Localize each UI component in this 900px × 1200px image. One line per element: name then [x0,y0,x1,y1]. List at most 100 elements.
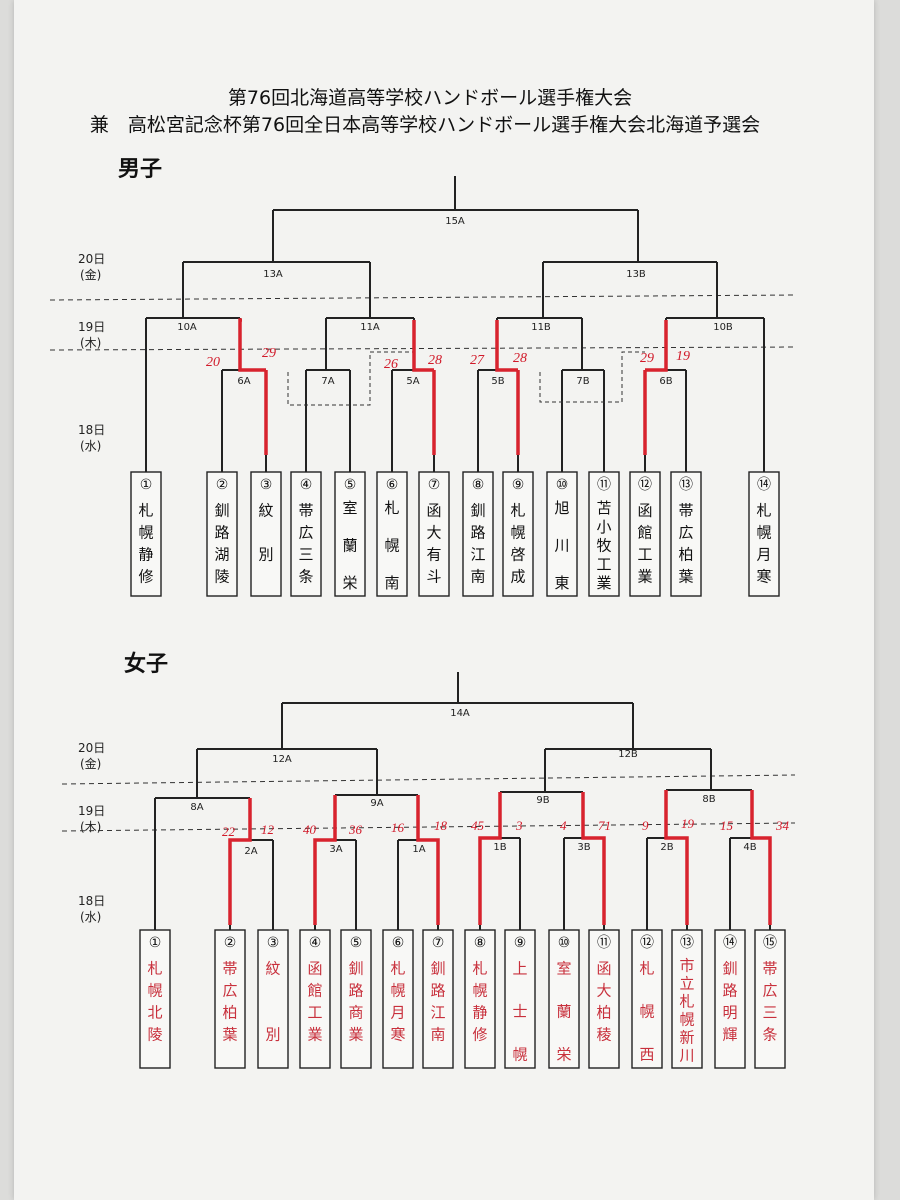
team-box-frame [418,471,450,597]
team-box-frame [748,471,780,597]
team-box-frame [629,471,661,597]
team-seed-number: ② [216,477,229,493]
girls-team-box: ⑩室 蘭 栄 [548,929,580,1069]
team-name: 帯広三条 [298,502,313,586]
match-label: 3A [329,844,342,855]
team-seed-number: ① [149,935,162,951]
match-label: 4B [743,842,756,853]
team-box-frame [257,929,289,1069]
score: 3 [515,818,523,833]
team-name: 函館工業 [307,960,322,1044]
match-label: 5B [491,376,504,387]
team-box-frame [139,929,171,1069]
day-label-18: 18日 [78,423,105,437]
girls-team-box: ④ 函館工業 [299,929,331,1069]
team-seed-number: ① [140,477,153,493]
day-weekday-18: (水) [80,910,101,924]
score: 16 [391,820,405,835]
score: 26 [384,357,398,372]
team-name: 上 士 幌 [512,959,527,1063]
match-label: 11B [531,322,551,333]
score: 20 [206,355,220,370]
team-name: 函大有斗 [426,502,441,586]
team-name: 市立札幌新川 [679,956,694,1064]
score: 36 [348,822,363,837]
team-name: 札幌静修 [138,502,153,586]
team-box-frame [340,929,372,1069]
score: 15 [720,818,734,833]
team-seed-number: ⑧ [474,935,487,951]
match-label: 12B [618,749,638,760]
team-box-frame [382,929,414,1069]
team-box-frame [548,929,580,1069]
team-name: 釧路商業 [348,960,363,1044]
team-seed-number: ⑫ [638,477,652,493]
girls-team-box: ③ 紋 別 [257,929,289,1069]
match-label: 2B [660,842,673,853]
team-name: 室 蘭 栄 [556,959,571,1063]
match-label: 6B [659,376,672,387]
score: 19 [676,349,690,364]
team-seed-number: ⑫ [640,935,654,951]
girls-team-box: ⑨上 士 幌 [504,929,536,1069]
match-label: 9A [370,798,383,809]
team-name: 函大柏稜 [596,960,611,1044]
day-label-19: 19日 [78,804,105,818]
team-seed-number: ③ [267,935,280,951]
team-box-frame [670,471,702,597]
match-label: 15A [445,216,465,227]
score: 27 [470,353,485,368]
team-name: 帯広三条 [762,960,777,1044]
match-label: 1B [493,842,506,853]
team-box-frame [502,471,534,597]
team-box-frame [754,929,786,1069]
team-box-frame [588,929,620,1069]
day-divider [61,774,796,785]
match-label: 6A [237,376,250,387]
team-seed-number: ⑮ [763,935,777,951]
match-label: 1A [412,844,425,855]
score: 71 [598,818,611,833]
score: 12 [261,822,275,837]
day-weekday-19: (木) [80,336,101,350]
team-name: 紋 別 [265,960,280,1044]
boys-team-box: ⑤室 蘭 栄 [334,471,366,597]
day-label-18: 18日 [78,894,105,908]
team-name: 苫小牧工業 [596,499,611,592]
girls-team-box: ⑮ 帯広三条 [754,929,786,1069]
day-divider-lines [49,294,796,832]
team-box-frame [462,471,494,597]
team-name: 紋 別 [258,502,273,564]
team-box-frame [504,929,536,1069]
match-label: 8A [190,802,203,813]
boys-team-box: ⑩旭 川 東 [546,471,578,597]
team-seed-number: ④ [309,935,322,951]
team-box-frame [671,929,703,1069]
score: 9 [642,818,649,833]
match-label: 9B [536,795,549,806]
team-seed-number: ⑬ [679,477,693,493]
team-name: 帯広柏葉 [222,960,237,1044]
team-box-frame [464,929,496,1069]
match-label: 13A [263,269,283,280]
team-seed-number: ⑩ [556,477,569,493]
day-label-20: 20日 [78,252,105,266]
boys-team-box: ① 札幌静修 [130,471,162,597]
team-box-frame [422,929,454,1069]
match-label: 12A [272,754,292,765]
team-name: 函館工業 [637,502,652,586]
team-box-frame [631,929,663,1069]
boys-team-box: ⑫ 函館工業 [629,471,661,597]
score: 4 [560,818,567,833]
